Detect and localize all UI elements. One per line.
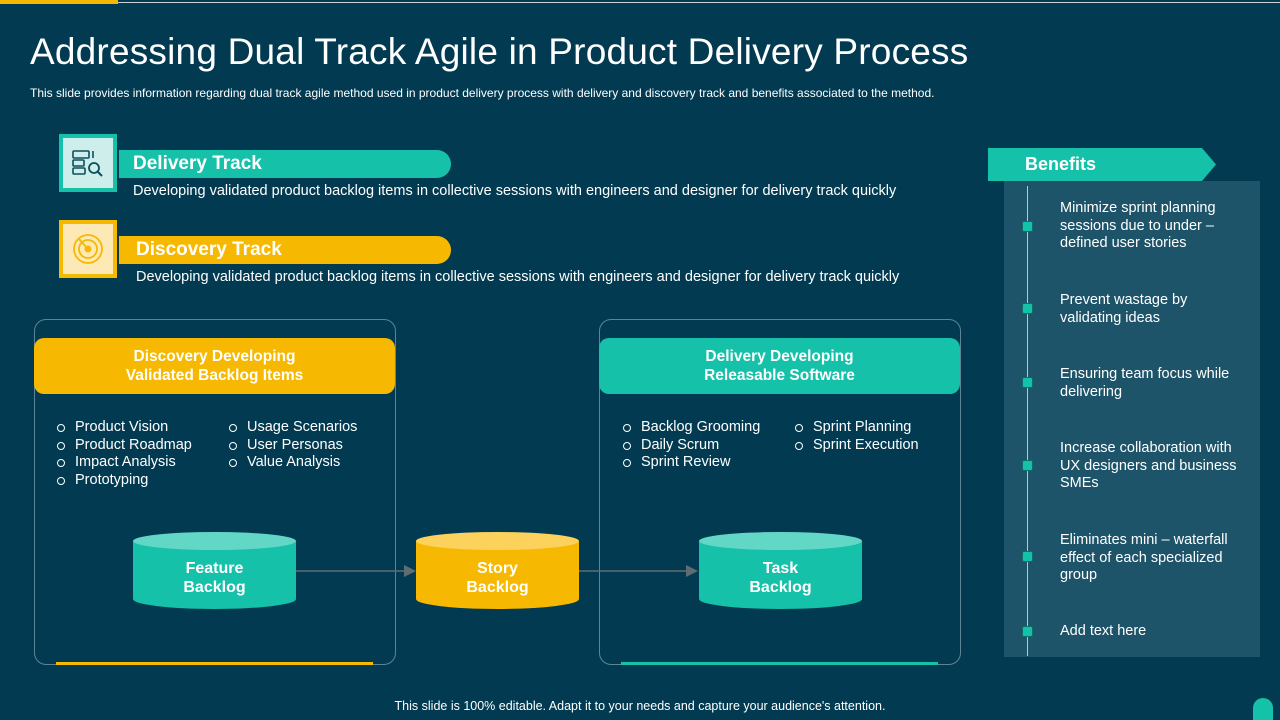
discovery-heading-line1: Discovery Developing (133, 348, 296, 365)
delivery-heading-line2: Releasable Software (704, 367, 855, 384)
discovery-list-right: Usage Scenarios User Personas Value Anal… (229, 419, 357, 472)
discovery-track-description: Developing validated product backlog ite… (136, 269, 900, 285)
benefit-item: Ensuring team focus while delivering (1060, 366, 1230, 400)
delivery-track-title: Delivery Track (119, 150, 451, 178)
benefit-item: Prevent wastage by validating ideas (1060, 292, 1188, 326)
benefit-item: Minimize sprint planning sessions due to… (1060, 200, 1216, 251)
list-item: Sprint Review (623, 454, 760, 472)
corner-decoration (1253, 698, 1273, 720)
list-item: Prototyping (57, 472, 192, 490)
list-item: Impact Analysis (57, 454, 192, 472)
benefit-marker (1022, 303, 1033, 314)
benefit-item: Eliminates mini – waterfall effect of ea… (1060, 532, 1228, 583)
page-title: Addressing Dual Track Agile in Product D… (30, 31, 969, 72)
list-item: Sprint Execution (795, 437, 919, 455)
list-item: Backlog Grooming (623, 419, 760, 437)
discovery-track-icon-box (59, 220, 117, 278)
delivery-track-icon-box (59, 134, 117, 192)
delivery-panel-underline (621, 662, 938, 665)
list-item: Product Roadmap (57, 437, 192, 455)
discovery-track-title: Discovery Track (119, 236, 451, 264)
list-item: User Personas (229, 437, 357, 455)
discovery-panel-underline (56, 662, 373, 665)
benefits-panel (1004, 181, 1260, 657)
footer-note: This slide is 100% editable. Adapt it to… (394, 699, 886, 713)
list-item: Value Analysis (229, 454, 357, 472)
delivery-panel-heading: Delivery Developing Releasable Software (599, 338, 960, 394)
benefit-marker (1022, 377, 1033, 388)
discovery-panel-heading: Discovery Developing Validated Backlog I… (34, 338, 395, 394)
delivery-list-right: Sprint Planning Sprint Execution (795, 419, 919, 454)
delivery-track-description: Developing validated product backlog ite… (133, 183, 897, 199)
benefit-item: Add text here (1060, 623, 1147, 639)
backlog-search-icon (63, 138, 113, 188)
list-item: Sprint Planning (795, 419, 919, 437)
discovery-list-left: Product Vision Product Roadmap Impact An… (57, 419, 192, 489)
benefit-marker (1022, 626, 1033, 637)
top-accent-bar (0, 0, 118, 4)
delivery-list-left: Backlog Grooming Daily Scrum Sprint Revi… (623, 419, 760, 472)
benefit-marker (1022, 460, 1033, 471)
benefits-title: Benefits (1025, 154, 1097, 174)
list-item: Product Vision (57, 419, 192, 437)
benefit-marker (1022, 551, 1033, 562)
top-divider-line (118, 2, 1280, 3)
benefit-item: Increase collaboration with UX designers… (1060, 440, 1237, 491)
radar-icon (63, 224, 113, 274)
page-subtitle: This slide provides information regardin… (30, 86, 935, 100)
benefits-timeline (1027, 186, 1028, 656)
list-item: Daily Scrum (623, 437, 760, 455)
discovery-heading-line2: Validated Backlog Items (125, 367, 304, 384)
list-item: Usage Scenarios (229, 419, 357, 437)
delivery-heading-line1: Delivery Developing (705, 348, 854, 365)
benefits-header-tab (988, 148, 1216, 181)
backlog-flow-arrows (296, 565, 698, 577)
benefit-marker (1022, 221, 1033, 232)
